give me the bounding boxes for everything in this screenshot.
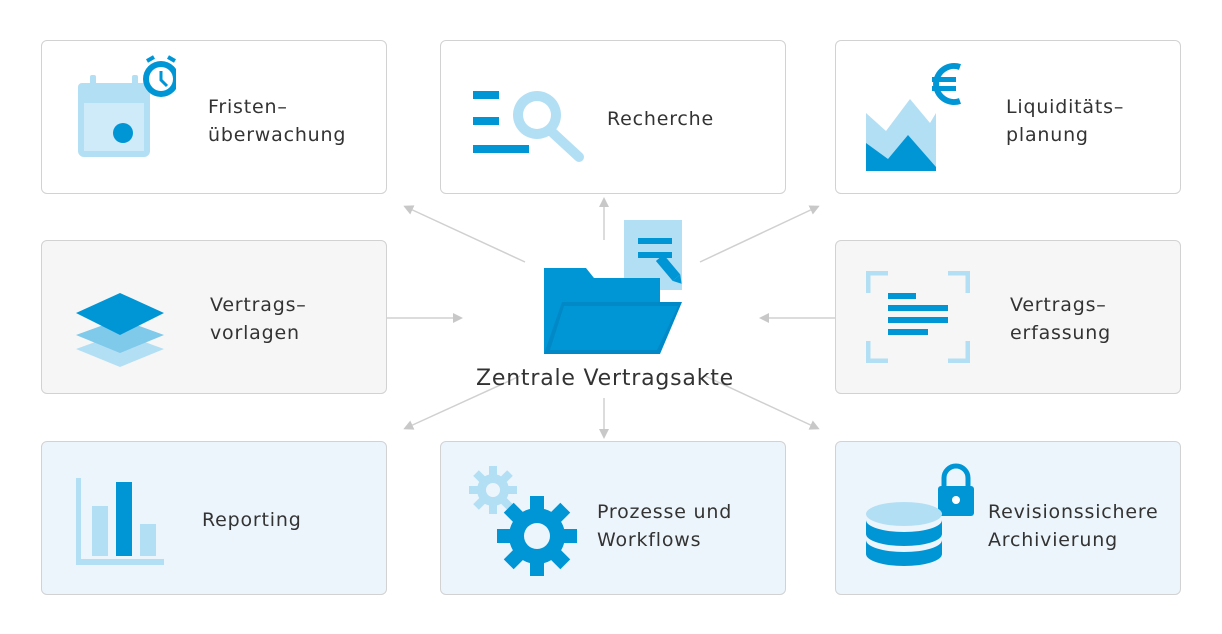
card-recherche[interactable]: Recherche <box>440 40 786 194</box>
database-lock-icon <box>866 463 974 566</box>
gears-icon <box>469 466 577 576</box>
card-liquiditaetsplanung[interactable]: Liquiditäts–planung <box>835 40 1181 194</box>
arrow-to-liquiditaet <box>699 205 820 263</box>
card-label: Liquiditäts–planung <box>1006 96 1125 146</box>
search-list-icon <box>473 91 584 162</box>
card-label: Recherche <box>607 108 714 130</box>
document-scan-icon <box>866 271 970 363</box>
arrow-to-fristen <box>403 205 526 263</box>
arrow-to-archiv <box>704 375 820 430</box>
card-vertragsvorlagen[interactable]: Vertrags–vorlagen <box>41 240 387 394</box>
calendar-alarm-icon <box>78 55 176 157</box>
layers-icon <box>76 293 164 367</box>
card-label: Fristen–überwachung <box>208 96 347 146</box>
card-label: Reporting <box>202 509 302 531</box>
card-label: Vertrags–vorlagen <box>210 294 307 344</box>
euro-chart-icon <box>866 63 961 171</box>
card-label: Vertrags–erfassung <box>1010 294 1111 344</box>
folder-document-icon <box>544 220 682 354</box>
card-fristenueberwachung[interactable]: Fristen–überwachung <box>41 40 387 194</box>
card-reporting[interactable]: Reporting <box>41 441 387 595</box>
arrow-to-reporting <box>403 375 521 430</box>
center-title: Zentrale Vertragsakte <box>475 366 735 391</box>
bar-chart-icon <box>76 478 164 565</box>
card-vertragserfassung[interactable]: Vertrags–erfassung <box>835 240 1181 394</box>
